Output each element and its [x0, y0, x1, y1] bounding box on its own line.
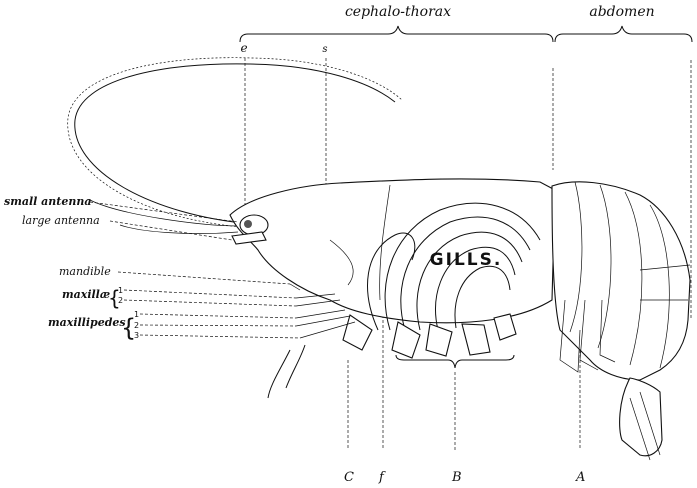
brace-B: [396, 355, 514, 368]
label-small-antenna: small antenna: [4, 195, 91, 208]
gills-label: GILLS.: [430, 250, 503, 270]
carapace: [230, 179, 555, 323]
maxillipedes-number-2: 2: [134, 321, 139, 330]
leader-maxilla-1: [124, 290, 296, 298]
abdomen-label: abdomen: [589, 4, 654, 20]
leader-maxillipede-3: [140, 335, 300, 338]
maxillipedes-number-1: 1: [134, 310, 139, 319]
label-f: f: [378, 470, 386, 485]
tail-fan: [620, 378, 662, 456]
maxillae-number-2: 2: [118, 296, 123, 305]
label-C: C: [344, 470, 354, 485]
label-mandible: mandible: [59, 265, 111, 278]
label-maxillae: maxillæ: [62, 288, 110, 301]
leader-maxillipede-1: [140, 314, 296, 318]
marker-e: e: [240, 41, 247, 55]
cephalothorax-brace: [240, 26, 553, 42]
leader-maxilla-2: [124, 300, 296, 306]
label-large-antenna: large antenna: [22, 214, 100, 227]
label-B: B: [451, 470, 462, 485]
cephalothorax-label: cephalo-thorax: [345, 4, 451, 20]
leader-mandible: [118, 272, 290, 284]
abdomen-brace: [555, 26, 692, 42]
label-A: A: [575, 470, 585, 485]
marker-s: s: [322, 44, 327, 55]
leader-maxillipede-2: [140, 325, 296, 326]
maxillipedes-number-3: 3: [134, 331, 139, 340]
leader-large-antenna: [110, 221, 232, 240]
maxillae-number-1: 1: [118, 286, 123, 295]
label-maxillipedes: maxillipedes: [48, 316, 126, 329]
abdomen-segments: [552, 182, 690, 460]
